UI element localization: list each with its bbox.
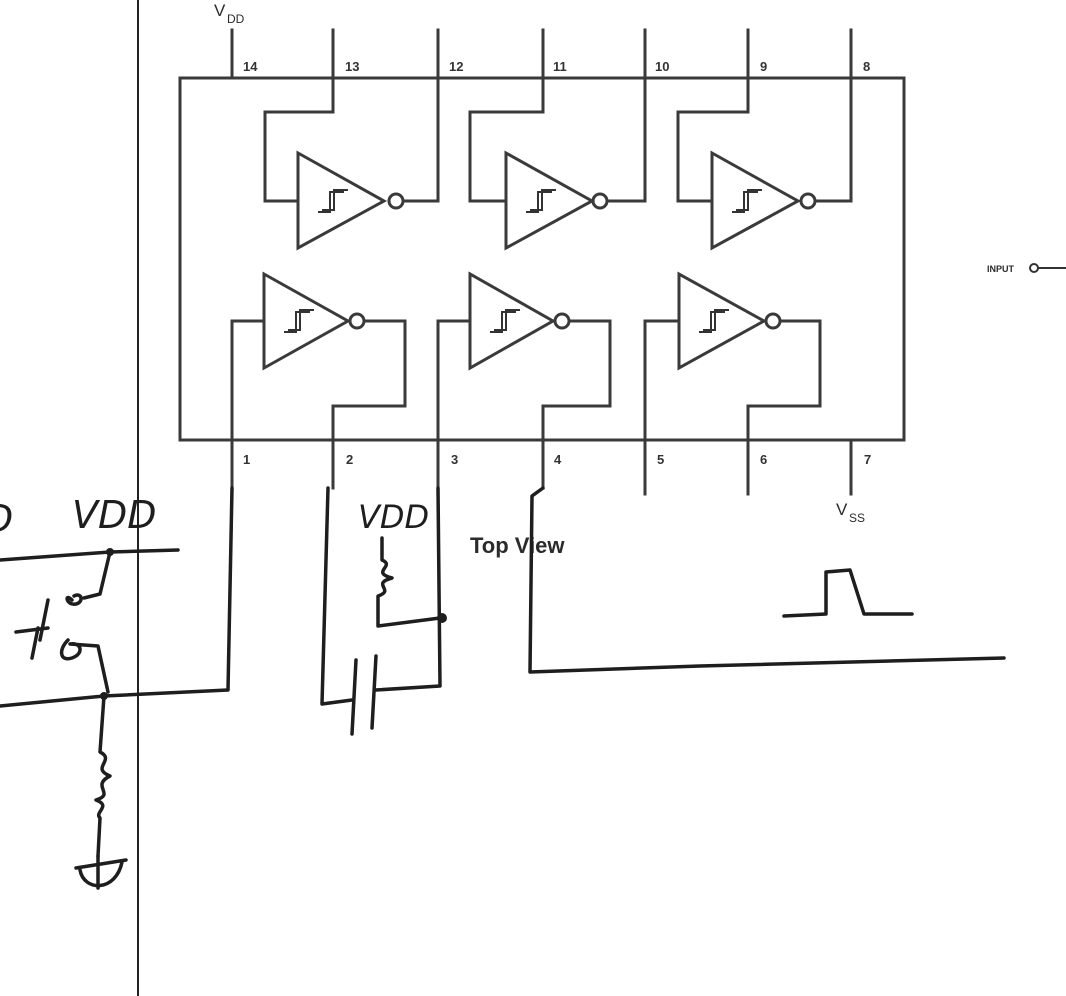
pin-label-13: 13	[345, 59, 359, 74]
pin-label-4: 4	[554, 452, 562, 467]
pin-label-8: 8	[863, 59, 870, 74]
vdd-handwritten-left-fragment: D	[0, 497, 13, 541]
pin-label-6: 6	[760, 452, 767, 467]
switch-upper-lead	[82, 550, 112, 600]
pin-label-7: 7	[864, 452, 871, 467]
switch-actuator-upper	[38, 598, 50, 642]
vss-label: V	[836, 500, 848, 519]
input-label: INPUT	[987, 264, 1015, 274]
ground-symbol	[78, 860, 124, 888]
gate-upper-3	[676, 76, 853, 251]
wire-capacitor-to-pin2	[320, 486, 354, 706]
pin-label-10: 10	[655, 59, 669, 74]
pin-label-3: 3	[451, 452, 458, 467]
output-pulse-waveform	[782, 568, 914, 618]
vdd-label-top: V	[214, 1, 226, 20]
gate-lower-2	[436, 271, 612, 442]
vdd-rail-left	[0, 548, 180, 562]
bottom-pins	[230, 438, 853, 496]
vss-label-sub: SS	[849, 511, 865, 525]
top-view-label: Top View	[470, 533, 565, 558]
top-pins	[230, 28, 853, 80]
pin-label-5: 5	[657, 452, 664, 467]
pulldown-resistor	[94, 694, 112, 858]
ic-package-body	[178, 76, 906, 442]
bottom-pin-numbers: 1 2 3 4 5 6 7	[243, 452, 871, 467]
switch-lower-contact	[59, 638, 110, 694]
capacitor-plate-left	[350, 658, 358, 736]
vdd-label-top-sub: DD	[227, 12, 245, 26]
input-terminal	[1029, 263, 1039, 273]
gate-lower-3	[643, 271, 822, 442]
wire-switch-to-pin1	[0, 486, 234, 708]
rc-resistor	[376, 536, 442, 628]
gate-upper-2	[468, 76, 647, 251]
pin-label-2: 2	[346, 452, 353, 467]
vdd-handwritten-mid: VDD	[358, 498, 429, 536]
top-pin-numbers: 14 13 12 11 10 9 8	[243, 59, 870, 74]
pin-label-12: 12	[449, 59, 463, 74]
pin-label-14: 14	[243, 59, 258, 74]
switch-upper-contact	[65, 593, 83, 606]
pin-label-1: 1	[243, 452, 250, 467]
vdd-handwritten-left: VDD	[72, 493, 157, 537]
ground-bar	[74, 858, 128, 870]
pin-label-9: 9	[760, 59, 767, 74]
gate-lower-1	[230, 271, 407, 442]
wire-pin4-output	[528, 486, 1006, 674]
gate-upper-1	[263, 76, 440, 251]
pin-label-11: 11	[553, 59, 567, 74]
switch-actuator-lower	[30, 626, 40, 660]
wire-pin3-to-capacitor	[374, 486, 442, 692]
capacitor-plate-right	[370, 654, 378, 730]
switch-actuator	[14, 626, 50, 634]
